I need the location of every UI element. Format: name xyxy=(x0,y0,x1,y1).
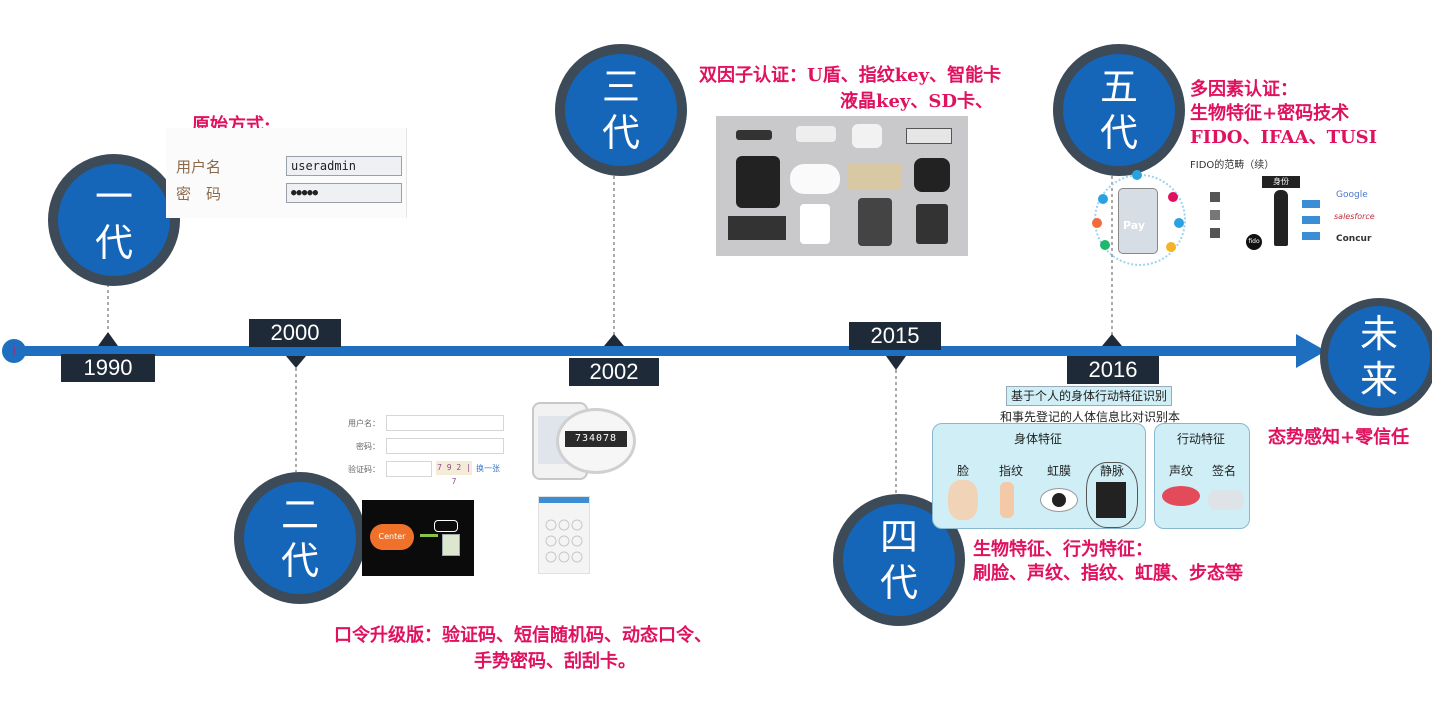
gen2-captcha-input[interactable] xyxy=(386,461,432,477)
gen1-char1: 一 xyxy=(95,174,133,220)
fingerprint-icon xyxy=(1000,482,1014,518)
future-char1: 未 xyxy=(1360,311,1398,357)
gen4-caption-line2: 刷脸、声纹、指纹、虹膜、步态等 xyxy=(973,562,1243,586)
gen5-fido-diagram: 身份 fido Google salesforce Concur xyxy=(1206,170,1384,268)
gen5-caption-line1: 多因素认证： xyxy=(1190,78,1298,102)
gen5-fido-label: fido xyxy=(1246,234,1262,250)
gen5-google-label: Google xyxy=(1336,190,1368,200)
gen3-caption-line2: 液晶key、SD卡、 xyxy=(840,90,993,114)
gen4-body-title: 身体特征 xyxy=(932,430,1144,447)
year-1990: 1990 xyxy=(61,354,155,382)
iris-icon xyxy=(1040,488,1078,512)
face-icon xyxy=(948,480,978,520)
gen1-password-field[interactable]: ●●●●● xyxy=(286,183,402,203)
gen2-gesture-image xyxy=(538,496,590,574)
gen4-trait-signature: 签名 xyxy=(1204,462,1244,479)
gen2-otp-code: 734078 xyxy=(565,431,627,447)
gen4-action-title: 行动特征 xyxy=(1154,430,1248,447)
gen5-char2: 代 xyxy=(1100,110,1138,156)
gen2-otp-token: 734078 xyxy=(556,408,636,474)
gen2-captcha-refresh-link[interactable]: 换一张 xyxy=(476,463,500,474)
gen2-captcha-label: 验证码： xyxy=(340,464,380,475)
gen2-caption-line2: 手势密码、刮刮卡。 xyxy=(474,650,636,674)
year-2015: 2015 xyxy=(849,322,941,350)
gen3-char1: 三 xyxy=(602,64,640,110)
gen4-caption-line1: 生物特征、行为特征： xyxy=(973,538,1153,562)
gen1-username-field[interactable]: useradmin xyxy=(286,156,402,176)
gen2-username-input[interactable] xyxy=(386,415,504,431)
vein-icon xyxy=(1096,482,1126,518)
gen3-devices-photo xyxy=(716,116,968,256)
gen4-char1: 四 xyxy=(880,514,918,560)
gen4-char2: 代 xyxy=(880,560,918,606)
gen5-char1: 五 xyxy=(1100,64,1138,110)
lips-icon xyxy=(1162,486,1200,506)
gen4-trait-iris: 虹膜 xyxy=(1039,462,1079,479)
gen1-username-label: 用户名 xyxy=(176,156,221,177)
year-2016: 2016 xyxy=(1067,356,1159,384)
gen5-salesforce-label: salesforce xyxy=(1334,212,1375,221)
future-caption: 态势感知+零信任 xyxy=(1268,426,1409,450)
gen4-trait-voiceprint: 声纹 xyxy=(1161,462,1201,479)
gen2-username-label: 用户名： xyxy=(340,418,380,429)
gen5-fido-title: FIDO的范畴（续） xyxy=(1190,156,1274,171)
gen3-caption-line1: 双因子认证：U盾、指纹key、智能卡 xyxy=(699,64,1001,88)
gen1-password-label: 密 码 xyxy=(176,183,221,204)
gen2-char1: 二 xyxy=(281,492,319,538)
gen4-trait-fingerprint: 指纹 xyxy=(991,462,1031,479)
gen4-header1: 基于个人的身体行动特征识别 xyxy=(1006,386,1172,406)
gen5-caption-line3: FIDO、IFAA、TUSI xyxy=(1190,126,1377,150)
gen2-char2: 代 xyxy=(281,538,319,584)
future-char2: 来 xyxy=(1360,357,1398,403)
gen2-cloud-label: Center xyxy=(370,524,414,550)
gen5-circle: 五 代 xyxy=(1053,44,1185,176)
gen5-identity-label: 身份 xyxy=(1262,176,1300,188)
signature-icon xyxy=(1208,490,1244,510)
year-2000: 2000 xyxy=(249,319,341,347)
gen5-concur-label: Concur xyxy=(1336,234,1371,244)
gen5-pay-label: Pay xyxy=(1123,219,1145,232)
future-circle: 未 来 xyxy=(1320,298,1432,416)
gen1-char2: 代 xyxy=(95,220,133,266)
gen2-sms-image: Center xyxy=(362,500,474,576)
gen2-password-input[interactable] xyxy=(386,438,504,454)
gen2-circle: 二 代 xyxy=(234,472,366,604)
gen3-circle: 三 代 xyxy=(555,44,687,176)
gen2-captcha-image: 7 9 2 | 7 xyxy=(436,461,472,475)
gen4-trait-face: 脸 xyxy=(943,462,983,479)
gen2-password-label: 密码： xyxy=(340,441,380,452)
year-2002: 2002 xyxy=(569,358,659,386)
gen2-caption-line1: 口令升级版：验证码、短信随机码、动态口令、 xyxy=(334,624,712,648)
gen5-caption-line2: 生物特征+密码技术 xyxy=(1190,102,1349,126)
person-icon xyxy=(1274,190,1288,246)
gen1-circle: 一 代 xyxy=(48,154,180,286)
gen5-applepay-image: Pay xyxy=(1088,170,1188,266)
gen3-char2: 代 xyxy=(602,110,640,156)
